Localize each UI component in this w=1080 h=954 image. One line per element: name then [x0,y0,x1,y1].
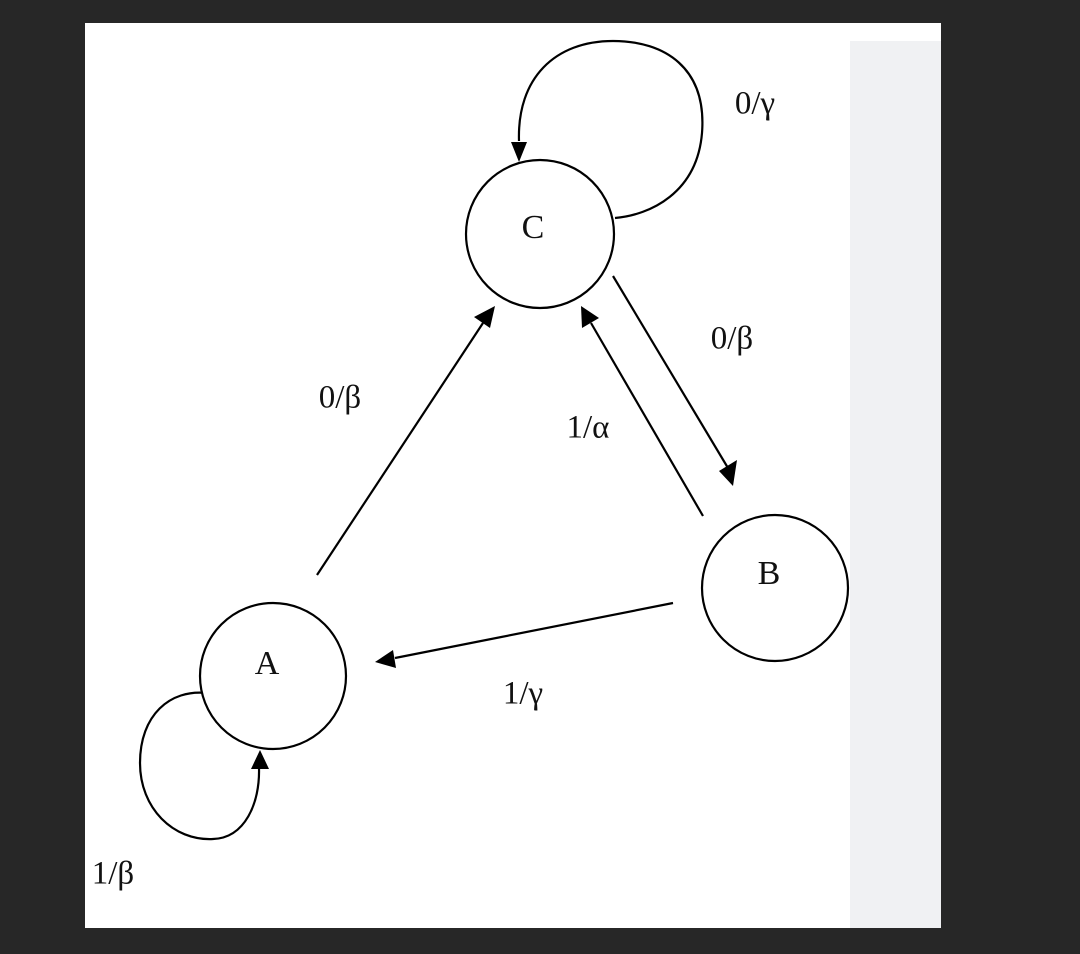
arrowhead-a-to-c [474,306,495,328]
edge-label-c-to-c: 0/γ [735,86,775,122]
state-a-circle [198,601,348,751]
edge-b-to-c [590,322,704,517]
edge-label-c-to-b: 0/β [711,321,753,357]
state-c: C [464,158,616,310]
arrowhead-a-to-a [251,750,269,769]
state-a: A [198,601,348,751]
edge-label-b-to-a: 1/γ [503,676,543,712]
edge-a-to-a [138,691,261,841]
state-b-circle [700,513,850,663]
edge-c-to-c [517,39,704,220]
edge-a-to-c [316,322,484,576]
edge-b-to-a [394,601,674,660]
state-a-label: A [255,645,280,682]
state-c-label: C [522,209,545,246]
diagram-canvas: C B A 0/γ 0/β 0/β 1/α 1/γ 1/β [85,23,941,928]
arrowhead-c-to-b [719,460,737,486]
side-panel [850,41,941,928]
state-b: B [700,513,850,663]
edge-label-a-to-a: 1/β [92,856,134,892]
state-c-circle [464,158,616,310]
arrowhead-c-to-c [511,142,527,162]
edge-c-to-b [612,275,729,469]
state-b-label: B [758,555,781,592]
edge-label-b-to-c: 1/α [567,410,610,446]
state-diagram: C B A 0/γ 0/β 0/β 1/α 1/γ 1/β [92,39,850,892]
edge-label-a-to-c: 0/β [319,380,361,416]
arrowhead-b-to-a [375,650,396,668]
arrowhead-b-to-c [581,306,599,328]
